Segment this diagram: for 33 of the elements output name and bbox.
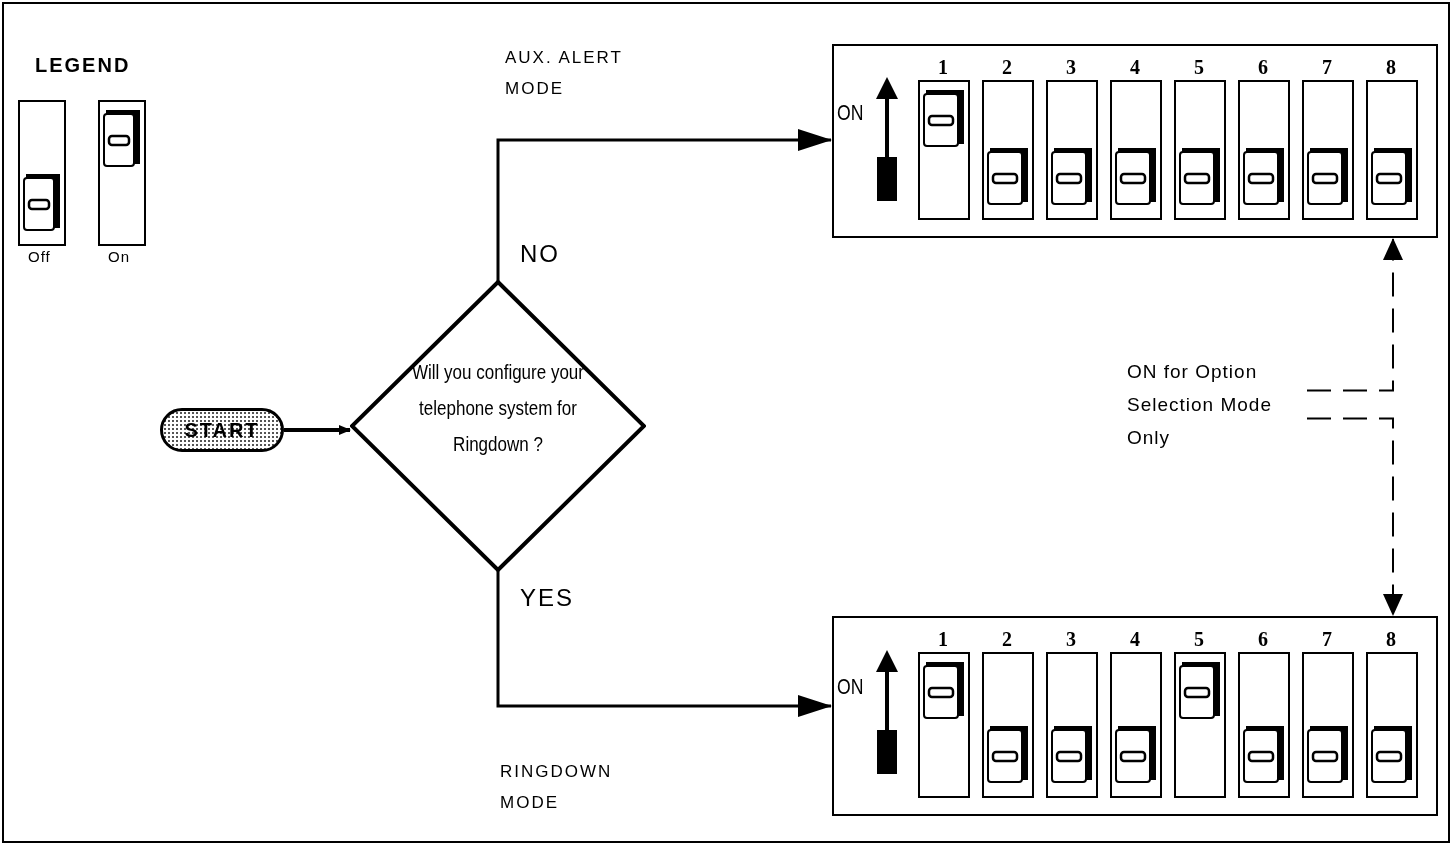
note-text: ON for Option Selection Mode Only bbox=[1127, 360, 1273, 450]
switch-number: 5 bbox=[1193, 56, 1205, 78]
switch-panel bbox=[832, 44, 1438, 238]
switch-number: 1 bbox=[937, 628, 949, 650]
switch-number: 1 bbox=[937, 56, 949, 78]
arrow bbox=[496, 129, 832, 282]
switch-number: 6 bbox=[1257, 56, 1269, 78]
arrow bbox=[284, 425, 351, 435]
switch-number: 6 bbox=[1257, 628, 1269, 650]
switch-number: 4 bbox=[1129, 56, 1141, 78]
legend-label: Off bbox=[28, 248, 51, 265]
switch-number: 2 bbox=[1001, 628, 1013, 650]
switch-number: 4 bbox=[1129, 628, 1141, 650]
switch-number: 3 bbox=[1065, 628, 1077, 650]
legend-label: On bbox=[108, 248, 130, 265]
mode-label: AUX. ALERT MODE bbox=[505, 47, 624, 100]
arrow bbox=[496, 570, 832, 717]
on-label: ON bbox=[837, 674, 864, 700]
switch-number: 8 bbox=[1385, 56, 1397, 78]
switch-number: 2 bbox=[1001, 56, 1013, 78]
dashed-arrow bbox=[1306, 417, 1403, 616]
switch-number: 7 bbox=[1321, 628, 1333, 650]
switch-panel bbox=[832, 616, 1438, 816]
switch-number: 8 bbox=[1385, 628, 1397, 650]
switch-number: 3 bbox=[1065, 56, 1077, 78]
legend-title: LEGEND bbox=[35, 53, 131, 78]
switch-number: 5 bbox=[1193, 628, 1205, 650]
mode-label: RINGDOWN MODE bbox=[500, 761, 614, 814]
start-terminal: START bbox=[160, 408, 284, 452]
switch-number: 7 bbox=[1321, 56, 1333, 78]
on-label: ON bbox=[837, 100, 864, 127]
question-text: Will you configure your telephone system for Ringdown ? bbox=[411, 360, 585, 457]
dashed-arrow bbox=[1306, 238, 1403, 392]
